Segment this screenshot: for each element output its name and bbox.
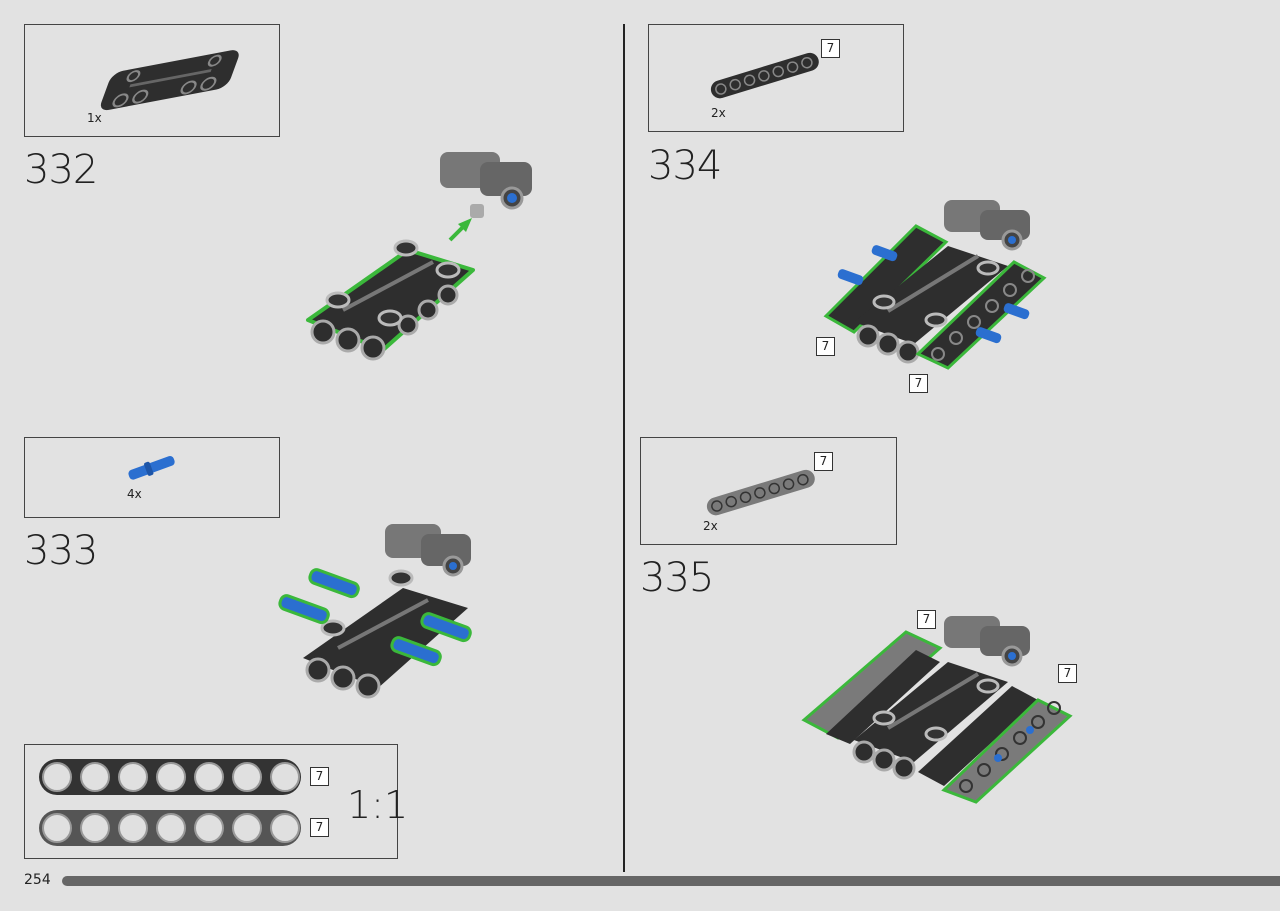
scale-ruler-box: 7 7 1:1 [24, 744, 408, 859]
page-progress-bar [62, 876, 1280, 886]
page-divider [623, 24, 625, 872]
step-335-assembly-illustration [801, 616, 1073, 804]
part-quantity: 2x [711, 106, 726, 120]
parts-box-step-334: 7 2x [648, 24, 904, 132]
step-334-assembly-illustration [823, 200, 1047, 370]
step-332-assembly-illustration [306, 152, 532, 361]
parts-box-step-333: 4x [24, 437, 280, 518]
parts-box-step-335: 7 2x [640, 437, 897, 545]
beam-7-black-scale-icon [39, 759, 301, 795]
callout-length-tag: 7 [1058, 664, 1077, 683]
part-quantity: 2x [703, 519, 718, 533]
parts-box-step-332: 1x [24, 24, 280, 137]
part-quantity: 4x [127, 487, 142, 501]
beam-length-tag: 7 [821, 39, 840, 58]
beam-length-tag: 7 [814, 452, 833, 471]
black-beam-7-icon [710, 52, 819, 99]
part-quantity: 1x [87, 111, 102, 125]
callout-length-tag: 7 [917, 610, 936, 629]
callout-length-tag: 7 [816, 337, 835, 356]
step-number-334: 334 [648, 143, 722, 189]
scale-label: 1:1 [347, 783, 409, 827]
page-number: 254 [24, 872, 51, 888]
step-333-assembly-illustration [278, 524, 472, 699]
callout-length-tag: 7 [909, 374, 928, 393]
beam-length-tag: 7 [310, 767, 329, 786]
gray-beam-7-icon [706, 469, 815, 516]
blue-axle-pin-icon [128, 456, 175, 480]
step-number-333: 333 [24, 528, 98, 574]
beam-length-tag: 7 [310, 818, 329, 837]
step-number-335: 335 [640, 555, 714, 601]
step-number-332: 332 [24, 147, 98, 193]
beam-7-gray-scale-icon [39, 810, 301, 846]
technic-frame-part-icon [100, 50, 239, 111]
